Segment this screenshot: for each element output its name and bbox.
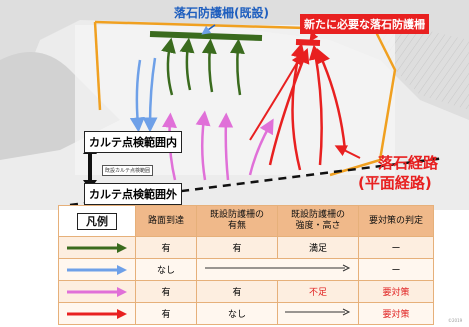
legend-arrow-cell — [58, 302, 136, 325]
red-route-arrow — [249, 52, 304, 141]
header-fence-strength: 既設防護柵の 強度・高さ — [277, 205, 359, 237]
route-title-line2: (平面経路) — [358, 174, 432, 192]
legend-title-text: 凡例 — [77, 212, 117, 230]
blue-route-arrow — [142, 57, 158, 133]
judgement-value: 要対策 — [358, 280, 434, 303]
legend-row-pink: 有 有 不足 要対策 — [58, 280, 434, 303]
legend-row-green: 有 有 満足 ー — [58, 236, 434, 259]
outside-range-label: カルテ点検範囲外 — [84, 183, 182, 205]
blue-route-arrow — [129, 59, 145, 133]
judgement-value: ー — [358, 236, 434, 259]
cliff-hatching — [380, 20, 469, 110]
legend-row-red: 有 なし 要対策 — [58, 302, 434, 325]
inspection-range-border-left — [93, 21, 102, 111]
route-label-pointer — [334, 145, 361, 159]
short-arrow-icon — [285, 308, 351, 316]
blue-arrow-icon — [67, 264, 127, 275]
new-fence-bar — [295, 39, 321, 46]
new-fence-label: 新たに必要な落石防護柵 — [300, 14, 429, 34]
small-sign-label: 既設カルテ点検範囲 — [102, 165, 154, 176]
road-reach-value: なし — [135, 258, 197, 281]
header-judgement: 要対策の判定 — [358, 205, 434, 237]
legend-arrow-cell — [58, 280, 136, 303]
na-span-cell — [196, 258, 359, 281]
green-route-arrow — [161, 37, 176, 96]
pink-arrow-icon — [67, 286, 127, 297]
road-reach-value: 有 — [135, 302, 197, 325]
road-reach-value: 有 — [135, 236, 197, 259]
legend-title: 凡例 — [58, 205, 136, 237]
road-reach-value: 有 — [135, 280, 197, 303]
header-fence-exists: 既設防護柵の 有無 — [196, 205, 278, 237]
green-arrow-icon — [67, 242, 127, 253]
green-route-arrow — [179, 37, 195, 91]
inspection-range-border — [94, 20, 397, 177]
legend-row-blue: なし ー — [58, 258, 434, 281]
fence-exists-value: 有 — [196, 280, 278, 303]
legend-header-row: 凡例 路面到達 既設防護柵の 有無 既設防護柵の 強度・高さ 要対策の判定 — [58, 205, 434, 237]
existing-fence-pointer — [201, 24, 216, 35]
fence-strength-value: 不足 — [277, 280, 359, 303]
red-arrow-icon — [67, 308, 127, 319]
pink-route-arrow — [218, 112, 234, 181]
green-route-arrow — [229, 38, 245, 96]
header-road-reach: 路面到達 — [135, 205, 197, 237]
green-route-arrow — [201, 38, 217, 93]
fence-exists-value: なし — [196, 302, 278, 325]
corner-mark: ©2019 — [448, 318, 463, 323]
fence-strength-arrow-cell — [277, 302, 359, 325]
route-title-line1: 落石経路 — [378, 154, 439, 172]
fence-strength-value: 満足 — [277, 236, 359, 259]
pink-route-arrow — [195, 110, 211, 181]
legend-arrow-cell — [58, 258, 136, 281]
legend-arrow-cell — [58, 236, 136, 259]
red-route-arrow — [316, 48, 347, 151]
judgement-value: 要対策 — [358, 302, 434, 325]
judgement-value: ー — [358, 258, 434, 281]
legend-table: 凡例 路面到達 既設防護柵の 有無 既設防護柵の 強度・高さ 要対策の判定 有 … — [58, 205, 434, 325]
fence-exists-value: 有 — [196, 236, 278, 259]
red-route-arrow — [268, 47, 310, 166]
inside-range-label: カルテ点検範囲内 — [84, 131, 182, 153]
existing-fence-bar — [149, 31, 263, 41]
long-arrow-icon — [204, 264, 350, 272]
pink-route-arrow — [248, 118, 274, 176]
existing-fence-label: 落石防護柵(既設) — [174, 6, 269, 20]
